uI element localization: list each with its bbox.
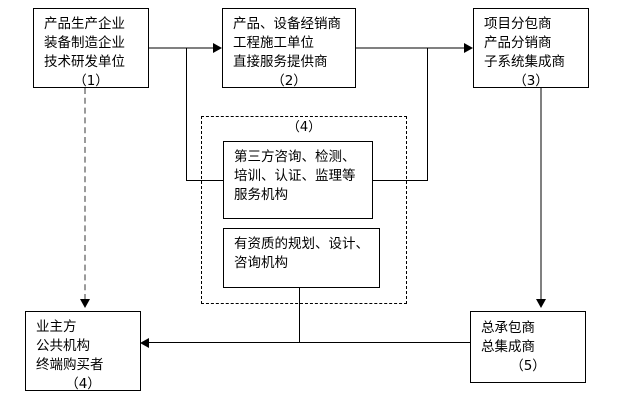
- group-service-organizations: [201, 116, 407, 304]
- box-owner-line-3: 终端购买者: [36, 357, 104, 373]
- box-general-contractor-content: 总承包商 总集成商 （5）: [471, 312, 585, 376]
- connector-subcontractor-to-general: [540, 88, 542, 300]
- box-subcontractor[interactable]: 项目分包商 产品分销商 子系统集成商 （3）: [473, 8, 589, 88]
- arrowhead-general-to-owner: [140, 338, 149, 348]
- arrowhead-dealer-to-subcontractor: [464, 43, 473, 53]
- connector-dealer-into-thirdparty: [186, 180, 224, 181]
- box-dealer-number: （2）: [271, 73, 307, 88]
- box-owner-line-2: 公共机构: [36, 338, 90, 354]
- box-general-contractor-number: （5）: [510, 358, 546, 374]
- connector-producer-to-owner: [84, 88, 86, 300]
- box-third-party-services-content: 第三方咨询、检测、 培训、认证、监理等 服务机构: [224, 142, 372, 205]
- box-dealer[interactable]: 产品、设备经销商 工程施工单位 直接服务提供商 （2）: [222, 8, 356, 88]
- connector-subcontractor-into-thirdparty: [372, 180, 428, 181]
- connector-general-to-owner: [148, 342, 470, 343]
- box-third-party-services[interactable]: 第三方咨询、检测、 培训、认证、监理等 服务机构: [223, 141, 373, 219]
- box-producer-line-3: 技术研发单位: [44, 54, 125, 70]
- box-producer-number: （1）: [73, 73, 109, 88]
- box-third-party-line-2: 培训、认证、监理等: [234, 168, 356, 184]
- box-subcontractor-line-3: 子系统集成商: [484, 54, 565, 70]
- box-producer-line-1: 产品生产企业: [44, 16, 125, 32]
- connector-qualified-down: [299, 288, 300, 343]
- box-general-contractor[interactable]: 总承包商 总集成商 （5）: [470, 311, 586, 383]
- box-third-party-line-1: 第三方咨询、检测、: [234, 149, 356, 165]
- arrowhead-producer-to-dealer: [213, 43, 222, 53]
- box-dealer-line-3: 直接服务提供商: [233, 54, 328, 70]
- box-subcontractor-number: （3）: [513, 73, 549, 88]
- arrowhead-subcontractor-to-general: [536, 299, 546, 308]
- box-producer-line-2: 装备制造企业: [44, 35, 125, 51]
- connector-dealer-down-left: [186, 48, 187, 180]
- box-qualified-line-1: 有资质的规划、设计、: [234, 236, 369, 252]
- box-subcontractor-line-2: 产品分销商: [484, 35, 552, 51]
- box-general-contractor-line-1: 总承包商: [481, 320, 535, 336]
- box-owner-content: 业主方 公共机构 终端购买者 （4）: [26, 312, 140, 391]
- group-service-organizations-label: （4）: [286, 120, 322, 135]
- connector-subcontractor-down-left: [427, 48, 428, 180]
- connector-producer-to-dealer: [149, 47, 215, 49]
- box-owner[interactable]: 业主方 公共机构 终端购买者 （4）: [25, 311, 141, 391]
- connector-dealer-to-subcontractor: [356, 47, 466, 49]
- box-subcontractor-content: 项目分包商 产品分销商 子系统集成商 （3）: [474, 9, 588, 88]
- arrowhead-producer-to-owner: [80, 299, 90, 308]
- box-owner-line-1: 业主方: [36, 319, 77, 335]
- box-owner-number: （4）: [65, 376, 101, 391]
- box-third-party-line-3: 服务机构: [234, 187, 288, 203]
- box-qualified-institutions-content: 有资质的规划、设计、 咨询机构: [224, 229, 379, 273]
- box-general-contractor-line-2: 总集成商: [481, 339, 535, 355]
- box-dealer-content: 产品、设备经销商 工程施工单位 直接服务提供商 （2）: [223, 9, 355, 88]
- box-qualified-line-2: 咨询机构: [234, 255, 288, 271]
- box-qualified-institutions[interactable]: 有资质的规划、设计、 咨询机构: [223, 228, 380, 288]
- box-producer[interactable]: 产品生产企业 装备制造企业 技术研发单位 （1）: [33, 8, 149, 88]
- box-dealer-line-2: 工程施工单位: [233, 35, 314, 51]
- box-producer-content: 产品生产企业 装备制造企业 技术研发单位 （1）: [34, 9, 148, 88]
- box-subcontractor-line-1: 项目分包商: [484, 16, 552, 32]
- box-dealer-line-1: 产品、设备经销商: [233, 16, 341, 32]
